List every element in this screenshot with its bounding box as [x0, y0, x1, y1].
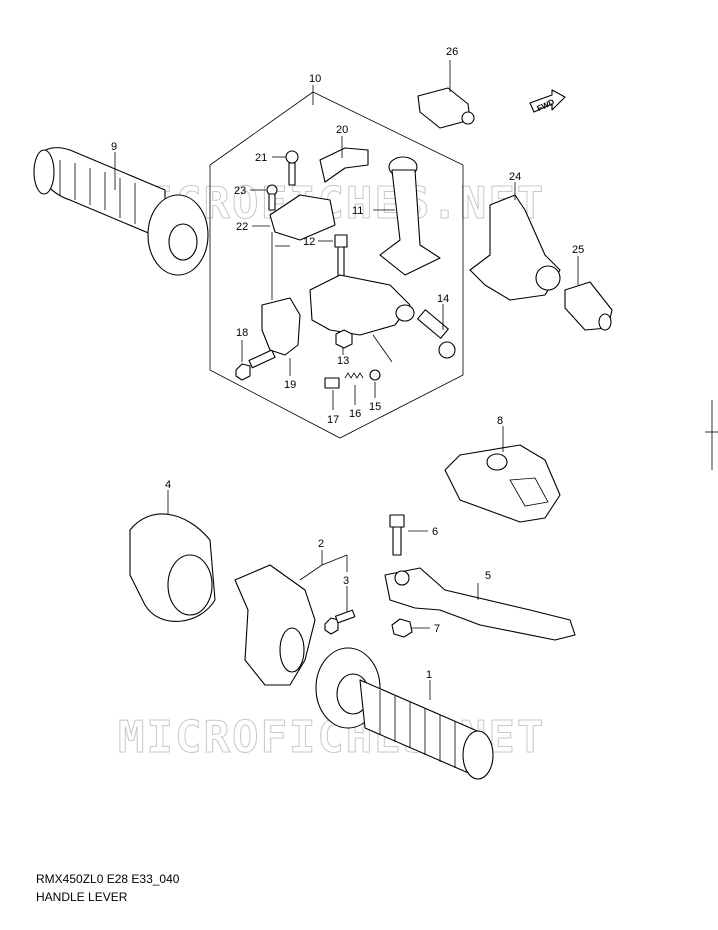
part-3-screw	[324, 609, 356, 635]
callout-11: 11	[352, 205, 363, 217]
callout-1: 1	[426, 669, 432, 681]
leader-lines	[114, 60, 579, 700]
part-6-bolt	[389, 514, 405, 556]
part-4-cover	[129, 513, 216, 622]
callout-2: 2	[318, 538, 324, 550]
diagram-title: HANDLE LEVER	[36, 890, 128, 904]
part-2-perch	[234, 564, 316, 686]
callout-8: 8	[497, 415, 503, 427]
callout-9: 9	[111, 141, 117, 153]
callout-5: 5	[485, 570, 491, 582]
part-5-lever	[384, 567, 576, 641]
part-20	[319, 147, 369, 183]
part-24-eye	[535, 265, 561, 291]
callout-17: 17	[327, 414, 339, 426]
left-grip	[33, 147, 209, 276]
callout-25: 25	[572, 244, 584, 256]
diagram-code: RMX450ZL0 E28 E33_040	[36, 872, 180, 886]
callout-24: 24	[509, 171, 521, 183]
callout-14: 14	[437, 293, 449, 305]
part-18-bolt	[235, 349, 276, 381]
callout-4: 4	[165, 479, 171, 491]
callout-6: 6	[432, 526, 438, 538]
part-23-screw	[266, 184, 278, 211]
fwd-arrow-icon: FWD	[529, 89, 566, 113]
clutch-perch	[309, 274, 411, 336]
perch-pivot	[395, 304, 415, 322]
part-17	[324, 377, 340, 389]
callout-26: 26	[446, 46, 458, 58]
part-19-clamp	[261, 297, 301, 356]
callout-21: 21	[255, 152, 267, 164]
callout-7: 7	[434, 623, 440, 635]
callout-15: 15	[369, 401, 381, 413]
callout-16: 16	[349, 408, 361, 420]
callouts: 10 26 9 20 21 23 22 11 12 24 25 14 13 15…	[111, 46, 584, 681]
part-22	[269, 194, 336, 241]
callout-18: 18	[236, 327, 248, 339]
part-1-right-grip	[315, 647, 494, 780]
part-15-ball	[369, 369, 381, 381]
callout-22: 22	[236, 221, 248, 233]
callout-23: 23	[234, 185, 246, 197]
part-13-nut	[335, 329, 353, 349]
part-8-housing	[444, 444, 561, 523]
part-11-lever	[379, 156, 441, 276]
part-12-bolt	[334, 234, 348, 278]
callout-19: 19	[284, 379, 296, 391]
assembly-outline	[209, 91, 464, 439]
callout-12: 12	[303, 236, 315, 248]
part-26	[417, 87, 475, 129]
part-16-spring	[344, 372, 364, 379]
callout-10: 10	[309, 73, 321, 85]
callout-13: 13	[337, 355, 349, 367]
part-25	[564, 281, 613, 331]
callout-20: 20	[336, 124, 348, 136]
part-7-nut	[391, 618, 413, 638]
callout-3: 3	[343, 575, 349, 587]
part-14-adjuster	[417, 309, 456, 359]
part-21-screw	[285, 150, 299, 186]
